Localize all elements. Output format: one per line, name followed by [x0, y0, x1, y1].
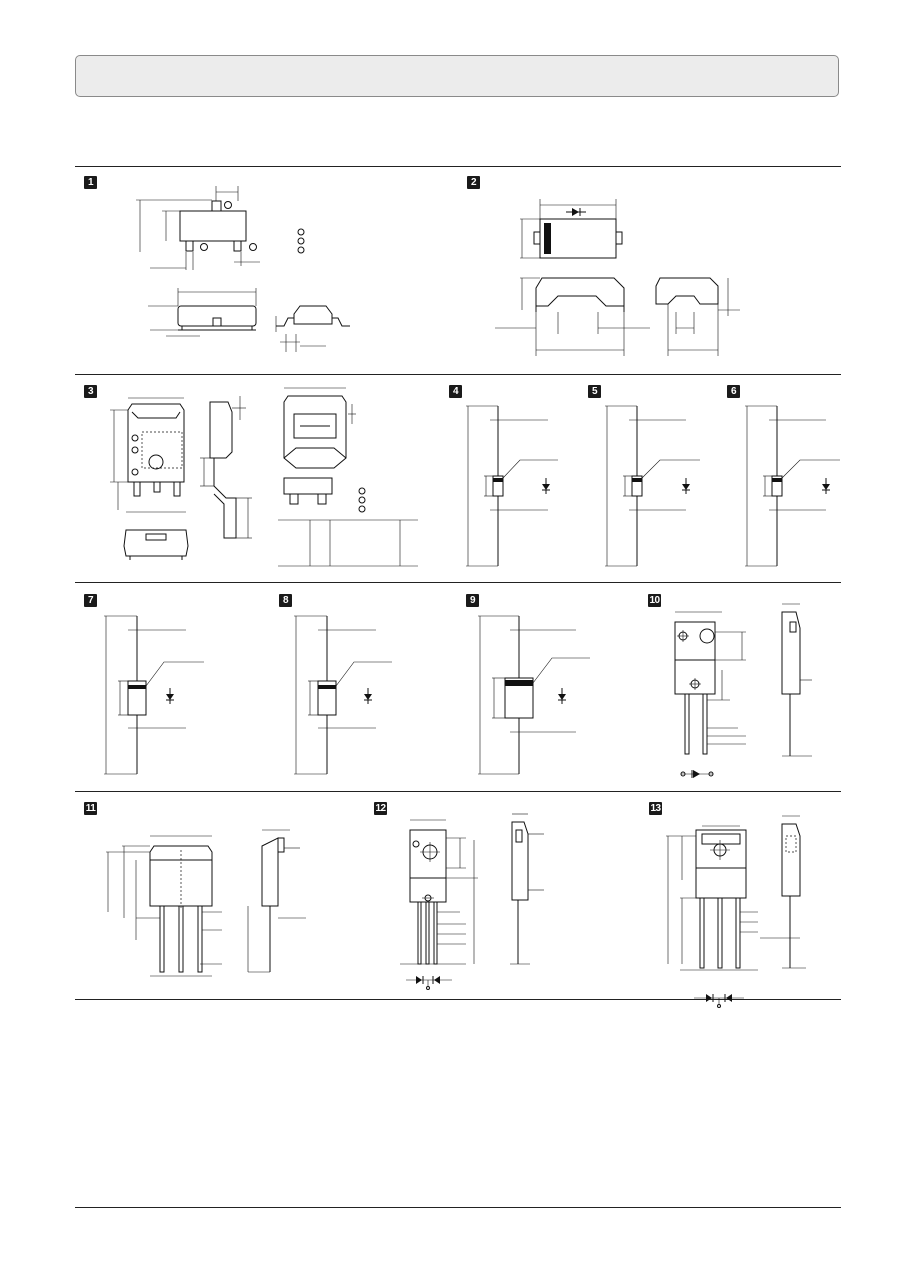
- axial-diode-small-drawing: [605, 405, 700, 567]
- package-number-badge: 13: [649, 802, 662, 815]
- smd-diode-outline-drawing: [495, 199, 740, 356]
- package-number-badge: 7: [84, 594, 97, 607]
- section-divider: [75, 582, 841, 583]
- page-title-bar: [75, 55, 839, 97]
- package-number-badge: 8: [279, 594, 292, 607]
- package-number-badge: 3: [84, 385, 97, 398]
- package-number-badge: 12: [374, 802, 387, 815]
- to3p-three-lead-drawing: [106, 829, 306, 977]
- section-divider: [75, 374, 841, 375]
- package-number-badge: 5: [588, 385, 601, 398]
- package-number-badge: 11: [84, 802, 97, 815]
- to220f-dual-diode-drawing: [400, 813, 544, 990]
- package-number-badge: 9: [466, 594, 479, 607]
- section-divider: [75, 791, 841, 792]
- package-number-badge: 2: [467, 176, 480, 189]
- axial-diode-medium-drawing: [104, 615, 204, 775]
- sot23-outline-drawing: [136, 186, 350, 352]
- section-divider: [75, 166, 841, 167]
- axial-diode-medium-drawing: [294, 615, 392, 775]
- package-number-badge: 4: [449, 385, 462, 398]
- section-divider: [75, 999, 841, 1000]
- axial-diode-small-drawing: [745, 405, 840, 567]
- package-number-badge: 10: [648, 594, 661, 607]
- dpak-outline-drawing: [110, 387, 418, 567]
- to3pf-dual-diode-drawing: [666, 815, 806, 1008]
- package-number-badge: 6: [727, 385, 740, 398]
- axial-diode-small-drawing: [466, 405, 558, 567]
- package-number-badge: 1: [84, 176, 97, 189]
- axial-diode-large-drawing: [478, 615, 590, 775]
- page-footer-rule: [75, 1207, 841, 1208]
- to220-two-lead-drawing: [674, 603, 812, 778]
